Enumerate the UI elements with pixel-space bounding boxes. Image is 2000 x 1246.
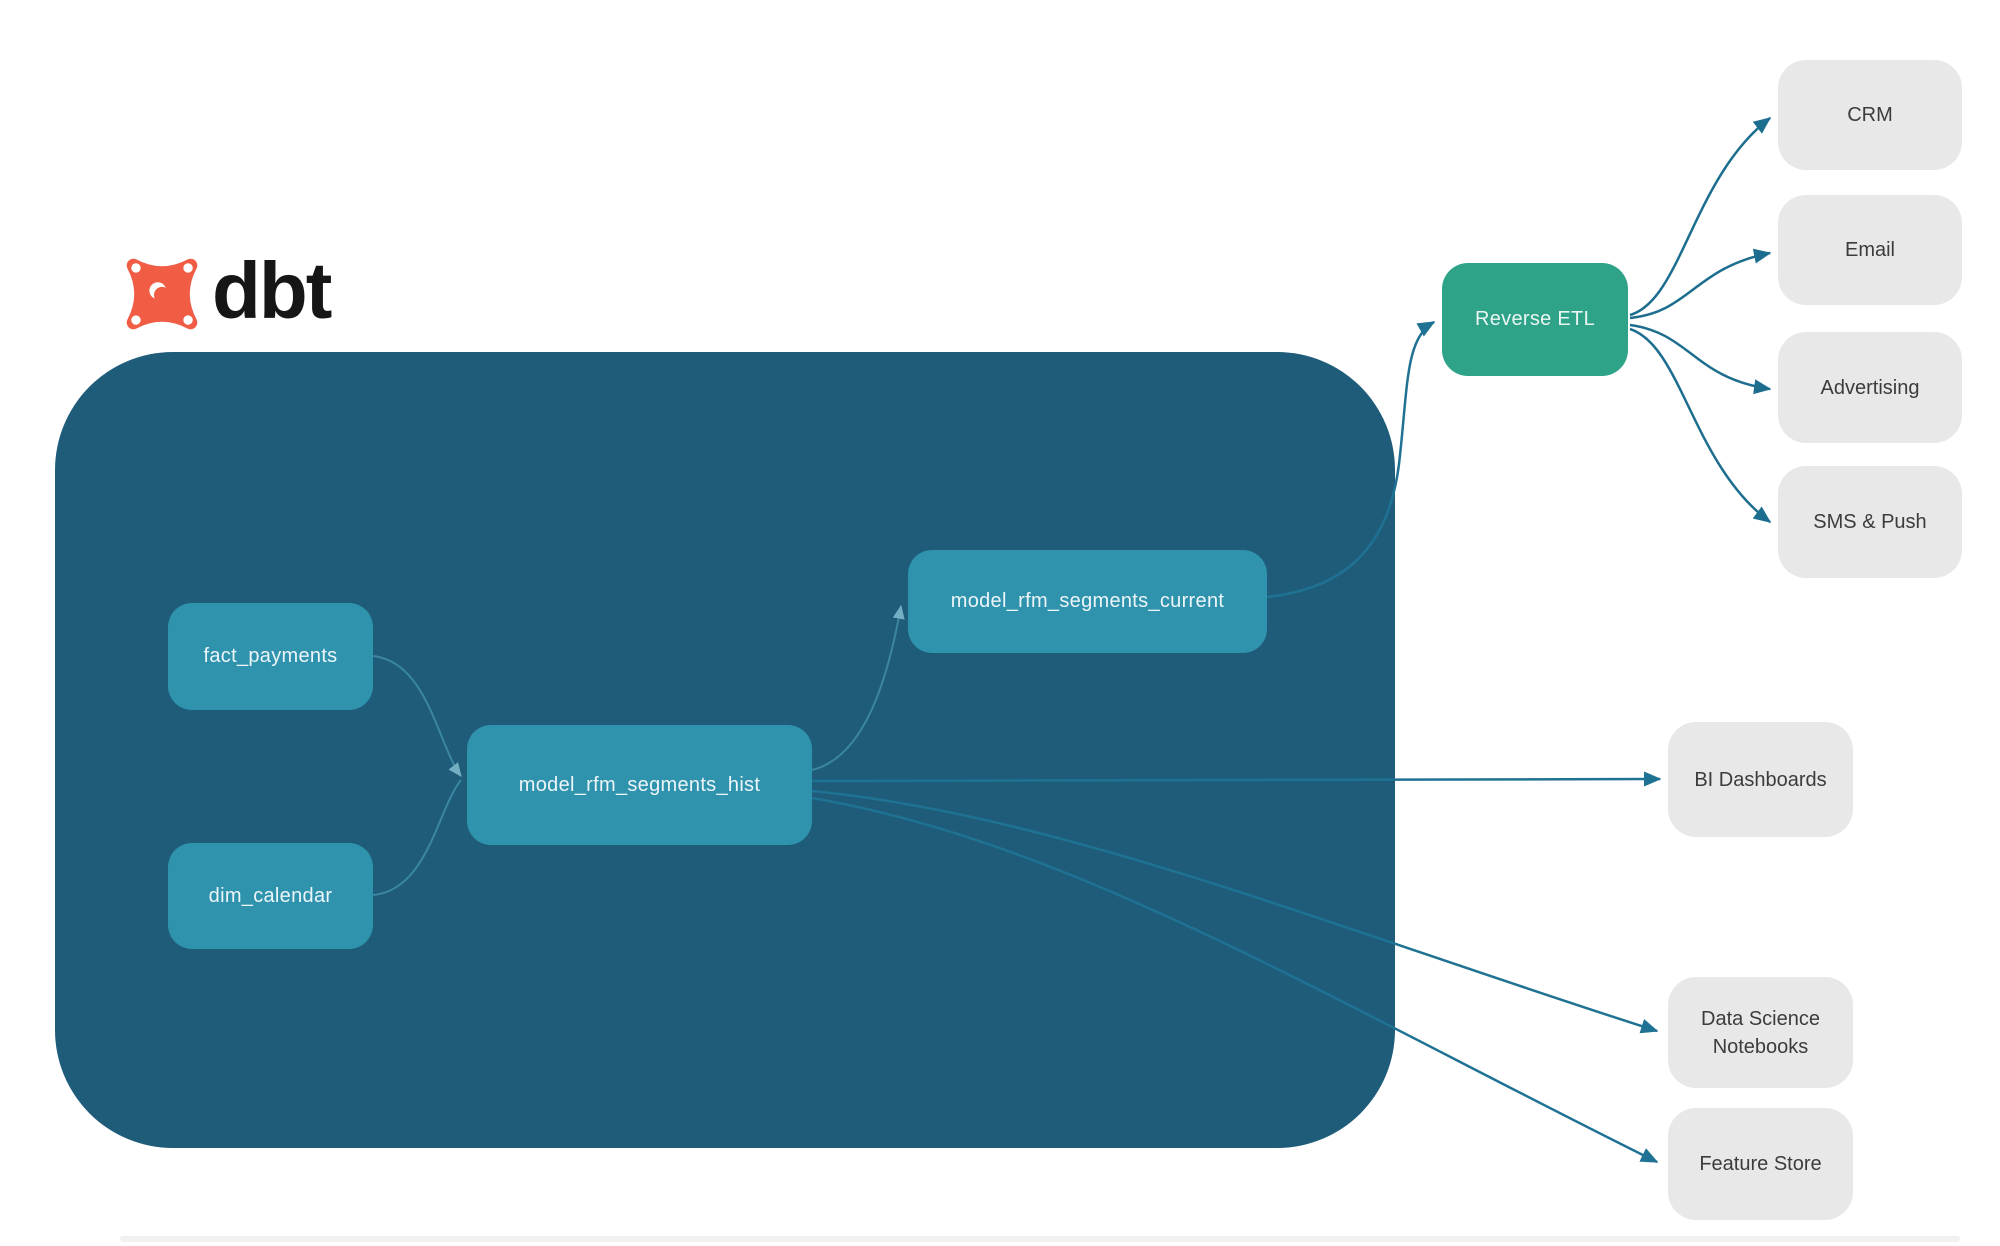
- node-feature-store-label: Feature Store: [1699, 1153, 1822, 1175]
- node-advertising-label: Advertising: [1820, 376, 1920, 399]
- edge-fact-payments-to-hist: [372, 655, 462, 777]
- node-fact-payments-label: fact_payments: [203, 645, 338, 667]
- node-dim-calendar-label: dim_calendar: [208, 884, 333, 907]
- node-model-rfm-segments-hist-label: model_rfm_segments_hist: [518, 773, 761, 796]
- edge-hist-to-bi-dashboards: [811, 771, 1662, 787]
- node-sms-push: SMS & Push: [1778, 466, 1962, 578]
- node-advertising: Advertising: [1778, 332, 1962, 443]
- node-crm: CRM: [1778, 60, 1962, 170]
- node-feature-store: Feature Store: [1668, 1108, 1853, 1220]
- dbt-logo: dbt: [120, 246, 332, 336]
- node-dim-calendar: dim_calendar: [168, 843, 373, 949]
- edge-reverse-etl-to-email: [1629, 248, 1772, 320]
- node-crm-label: CRM: [1847, 104, 1893, 126]
- node-email-label: Email: [1844, 239, 1895, 261]
- edge-reverse-etl-to-advertising: [1629, 323, 1772, 395]
- edge-reverse-etl-to-sms-push: [1629, 327, 1772, 524]
- node-data-science-notebooks: Data Science Notebooks: [1668, 977, 1853, 1088]
- edge-hist-to-data-science-notebooks: [811, 789, 1659, 1034]
- node-sms-push-label: SMS & Push: [1813, 511, 1927, 533]
- node-reverse-etl-label: Reverse ETL: [1474, 308, 1595, 330]
- node-reverse-etl: Reverse ETL: [1442, 263, 1628, 376]
- edge-hist-to-feature-store: [811, 796, 1659, 1164]
- node-bi-dashboards-label: BI Dashboards: [1694, 768, 1827, 791]
- edge-dim-calendar-to-hist: [372, 779, 462, 896]
- node-bi-dashboards: BI Dashboards: [1668, 722, 1853, 837]
- node-fact-payments: fact_payments: [168, 603, 373, 710]
- bottom-divider: [120, 1236, 1960, 1242]
- dbt-logo-icon: [126, 258, 198, 330]
- edge-current-to-reverse-etl: [1266, 320, 1436, 599]
- node-model-rfm-segments-current: model_rfm_segments_current: [908, 550, 1267, 653]
- node-model-rfm-segments-current-label: model_rfm_segments_current: [950, 590, 1225, 612]
- edge-hist-to-current: [811, 604, 905, 771]
- node-email: Email: [1778, 195, 1962, 305]
- node-data-science-notebooks-label: Data Science Notebooks: [1701, 1007, 1820, 1058]
- node-model-rfm-segments-hist: model_rfm_segments_hist: [467, 725, 812, 845]
- dbt-wordmark: dbt: [212, 246, 332, 335]
- edge-reverse-etl-to-crm: [1629, 117, 1772, 317]
